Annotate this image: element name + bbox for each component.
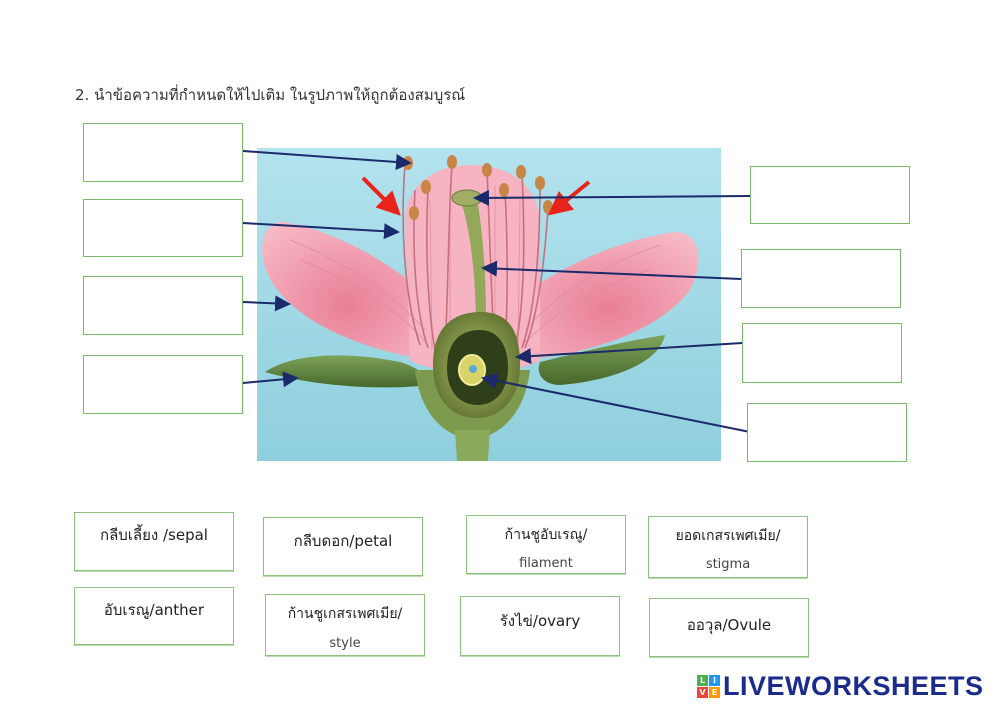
petal-right — [518, 232, 699, 360]
word-card-label: ก้านชูเกสรเพศเมีย/ — [287, 606, 403, 622]
answer-box-5[interactable] — [750, 166, 910, 224]
pointer-stigma — [473, 189, 751, 206]
answer-box-3[interactable] — [83, 276, 243, 335]
word-card-style[interactable]: ก้านชูเกสรเพศเมีย/ style — [265, 594, 425, 656]
sepal-left — [265, 355, 429, 388]
word-card-sepal[interactable]: กลีบเลี้ยง /sepal — [74, 512, 234, 571]
pointer-filament — [242, 222, 400, 240]
pointer-petal — [242, 295, 291, 312]
word-card-label: ก้านชูอับเรณู/ — [504, 527, 588, 543]
word-card-stigma[interactable]: ยอดเกสรเพศเมีย/ stigma — [648, 516, 808, 578]
logo-letter: I — [709, 674, 720, 686]
word-card-ovule[interactable]: ออวุล/Ovule — [649, 598, 809, 657]
answer-box-1[interactable] — [83, 123, 243, 182]
brand-name: LIVEWORKSHEETS — [723, 670, 984, 701]
word-card-sublabel: filament — [519, 556, 573, 571]
word-card-label: กลีบเลี้ยง /sepal — [100, 526, 208, 544]
word-card-anther[interactable]: อับเรณู/anther — [74, 587, 234, 645]
pointer-anther — [242, 150, 412, 170]
stem — [455, 430, 490, 461]
word-card-label: กลีบดอก/petal — [293, 532, 393, 550]
petal-left — [262, 221, 432, 360]
logo-letter: V — [697, 686, 708, 698]
word-card-sublabel: style — [329, 636, 361, 651]
answer-box-2[interactable] — [83, 199, 243, 257]
word-card-label: ออวุล/Ovule — [686, 616, 772, 634]
pointer-ovary — [515, 342, 743, 365]
instruction-text: 2. นำข้อความที่กำหนดให้ไปเติม ในรูปภาพให… — [75, 86, 466, 104]
word-card-label: ยอดเกสรเพศเมีย/ — [675, 528, 781, 544]
word-card-label: รังไข่/ovary — [499, 612, 581, 630]
word-card-ovary[interactable]: รังไข่/ovary — [460, 596, 620, 656]
liveworksheets-logo-icon: L I V E — [697, 674, 720, 698]
answer-box-7[interactable] — [742, 323, 902, 383]
pointer-ovule — [481, 372, 751, 433]
liveworksheets-brand[interactable]: L I V E LIVEWORKSHEETS — [697, 668, 984, 704]
style — [462, 205, 486, 318]
word-card-label: อับเรณู/anther — [103, 601, 205, 619]
word-card-sublabel: stigma — [705, 557, 751, 572]
highlight-arrow-left — [361, 176, 401, 216]
logo-letter: L — [697, 674, 708, 686]
answer-box-8[interactable] — [747, 403, 907, 462]
logo-letter: E — [709, 686, 720, 698]
word-card-filament[interactable]: ก้านชูอับเรณู/ filament — [466, 515, 626, 574]
pointer-sepal — [242, 371, 299, 388]
answer-box-6[interactable] — [741, 249, 901, 308]
pointer-style — [481, 260, 742, 280]
sepal-right — [538, 335, 665, 385]
answer-box-4[interactable] — [83, 355, 243, 414]
word-card-petal[interactable]: กลีบดอก/petal — [263, 517, 423, 576]
